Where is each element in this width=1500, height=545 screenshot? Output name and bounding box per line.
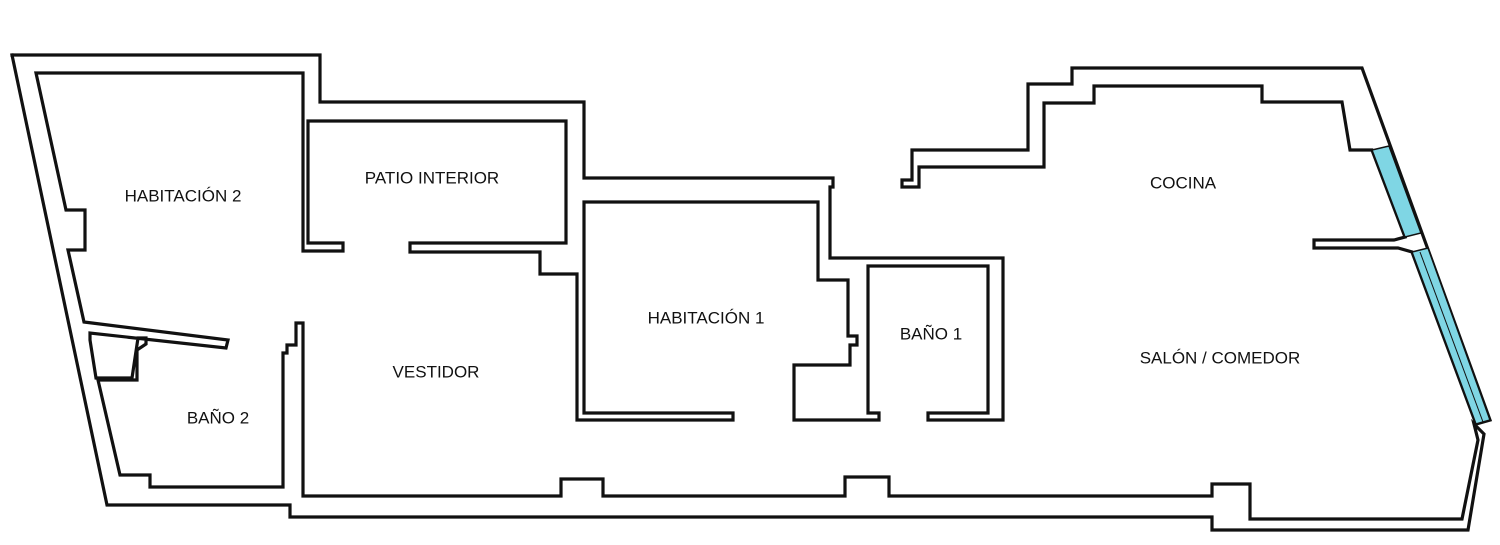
window-glass-upper [1370, 145, 1422, 238]
room-label-salon-comedor: SALÓN / COMEDOR [1140, 348, 1301, 367]
room-label-cocina: COCINA [1150, 173, 1217, 192]
room-label-habitacion-1: HABITACIÓN 1 [648, 308, 765, 327]
outer-wall-outline [10, 53, 1486, 532]
room-label-patio-interior: PATIO INTERIOR [365, 168, 499, 187]
room-label-habitacion-2: HABITACIÓN 2 [125, 186, 242, 205]
room-label-bano-1: BAÑO 1 [900, 324, 962, 343]
room-label-bano-2: BAÑO 2 [187, 408, 249, 427]
east-wing-wall [900, 66, 1493, 426]
room-label-vestidor: VESTIDOR [393, 362, 480, 381]
window-mullion [1419, 251, 1484, 423]
